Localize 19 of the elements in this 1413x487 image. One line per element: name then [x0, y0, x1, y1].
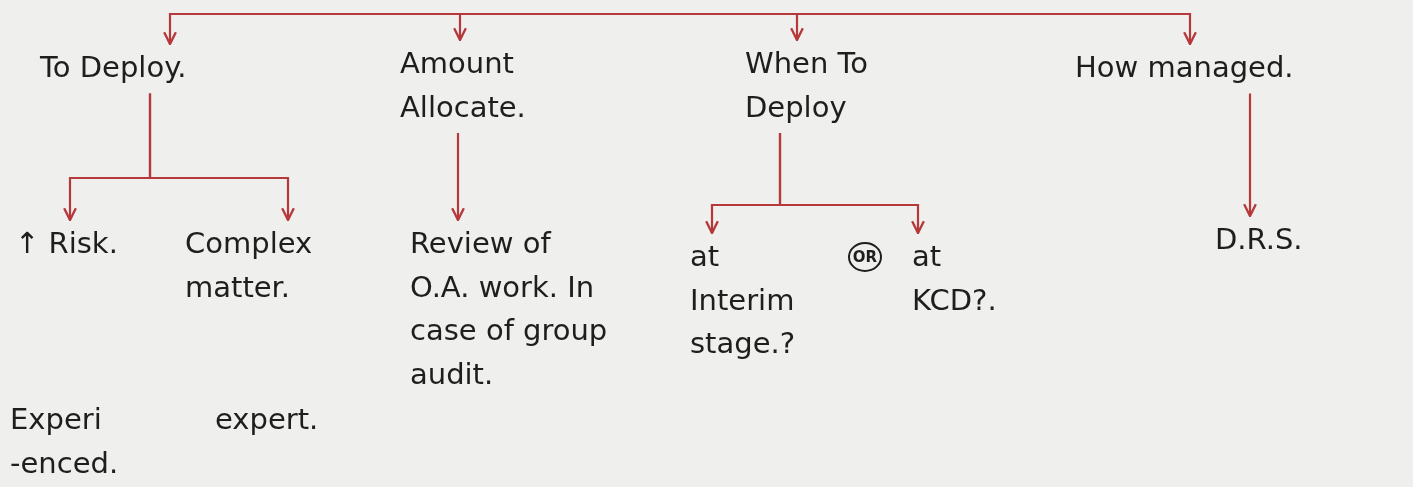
handwritten-note: When To Deploy — [745, 42, 905, 129]
arrow — [148, 93, 295, 222]
handwritten-note: at KCD?. — [912, 235, 1027, 322]
handwritten-note: To Deploy. — [40, 46, 290, 90]
handwritten-note: Experi -enced. — [10, 401, 120, 482]
handwritten-note: expert. — [215, 401, 320, 438]
handwritten-note: Complex matter. — [185, 222, 360, 309]
arrow — [680, 12, 1197, 46]
arrow — [1243, 93, 1257, 218]
handwritten-note: D.R.S. — [1215, 218, 1345, 262]
handwritten-note: ↑ Risk. — [15, 222, 175, 266]
handwritten-note: Amount Allocate. — [400, 42, 575, 129]
handwritten-note: at Interim stage.? — [690, 235, 810, 366]
arrow — [453, 12, 680, 42]
arrow — [778, 133, 925, 235]
handwritten-note: Review of O.A. work. In case of group audit. — [410, 222, 615, 396]
arrow — [451, 133, 465, 222]
handwritten-note: How managed. — [1075, 46, 1405, 90]
circled-word: OR — [848, 242, 882, 272]
